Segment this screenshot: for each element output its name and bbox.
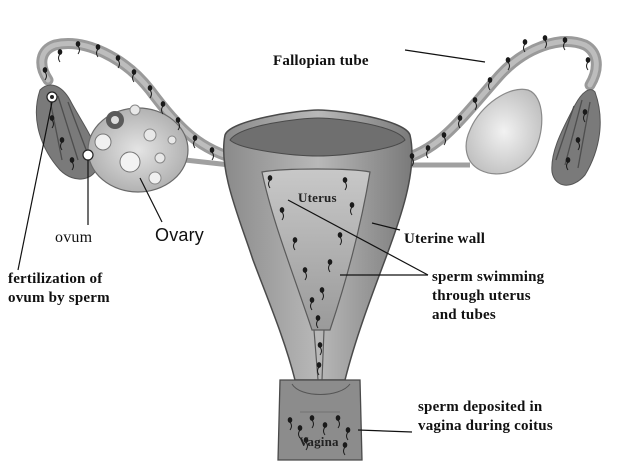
sperm-head: [586, 58, 590, 63]
sperm-head: [328, 260, 332, 265]
sperm-head: [60, 138, 64, 143]
label-fertilization-line-2: ovum by sperm: [8, 289, 110, 308]
sperm-head: [442, 133, 446, 138]
sperm-head: [317, 363, 321, 368]
sperm-head: [303, 268, 307, 273]
sperm-tail: [524, 44, 526, 52]
uterus: [224, 110, 412, 380]
leader-sperm-deposited: [358, 430, 412, 432]
label-sperm-deposited: sperm deposited in vagina during coitus: [418, 398, 553, 436]
label-uterine-wall: Uterine wall: [404, 230, 485, 249]
sperm-head: [473, 98, 477, 103]
sperm-head: [583, 110, 587, 115]
label-uterus: Uterus: [298, 188, 337, 207]
sperm-head: [523, 40, 527, 45]
sperm-head: [323, 423, 327, 428]
sperm-head: [176, 118, 180, 123]
sperm-head: [316, 316, 320, 321]
sperm-head: [70, 158, 74, 163]
label-sperm-swimming: sperm swimming through uterus and tubes: [432, 268, 544, 325]
sperm-head: [343, 443, 347, 448]
label-sperm-swimming-line-3: and tubes: [432, 306, 544, 325]
sperm-head: [458, 116, 462, 121]
label-fertilization: fertilization of ovum by sperm: [8, 270, 110, 308]
sperm-head: [488, 78, 492, 83]
sperm-head: [268, 176, 272, 181]
sperm-head: [346, 428, 350, 433]
right-fimbriae: [552, 90, 600, 186]
sperm-head: [293, 238, 297, 243]
sperm-head: [566, 158, 570, 163]
sperm-head: [310, 298, 314, 303]
label-vagina: Vagina: [299, 432, 339, 451]
sperm-head: [43, 68, 47, 73]
left-ovarian-ligament: [185, 160, 230, 165]
ovum: [47, 92, 57, 102]
sperm-head: [338, 233, 342, 238]
sperm-head: [116, 56, 120, 61]
sperm-head: [50, 116, 54, 121]
sperm-head: [210, 148, 214, 153]
sperm-head: [343, 178, 347, 183]
sperm-head: [310, 416, 314, 421]
sperm-head: [563, 38, 567, 43]
sperm-head: [426, 146, 430, 151]
label-fallopian-tube: Fallopian tube: [273, 52, 369, 71]
leader-fertilization: [18, 102, 52, 270]
label-sperm-deposited-line-2: vagina during coitus: [418, 417, 553, 436]
label-sperm-swimming-line-1: sperm swimming: [432, 268, 544, 287]
sperm-head: [193, 136, 197, 141]
sperm-head: [543, 36, 547, 41]
sperm-tail: [587, 62, 589, 70]
label-sperm-swimming-line-2: through uterus: [432, 287, 544, 306]
sperm-head: [336, 416, 340, 421]
sperm-head: [161, 102, 165, 107]
sperm-head: [350, 203, 354, 208]
label-ovum: ovum: [55, 228, 92, 247]
label-fertilization-line-1: fertilization of: [8, 270, 110, 289]
label-ovary: Ovary: [155, 226, 204, 245]
sperm-head: [318, 343, 322, 348]
sperm-head: [148, 86, 152, 91]
sperm-head: [280, 208, 284, 213]
sperm-head: [506, 58, 510, 63]
sperm-head: [96, 45, 100, 50]
sperm-head: [576, 138, 580, 143]
ovum-left-tube: [83, 150, 93, 160]
label-sperm-deposited-line-1: sperm deposited in: [418, 398, 553, 417]
sperm-head: [132, 70, 136, 75]
sperm-tail: [59, 54, 61, 62]
sperm-head: [76, 42, 80, 47]
sperm-head: [320, 288, 324, 293]
sperm-head: [58, 50, 62, 55]
sperm-head: [410, 154, 414, 159]
sperm-head: [288, 418, 292, 423]
sperm-head: [298, 426, 302, 431]
leader-fallopian-tube: [405, 50, 485, 62]
